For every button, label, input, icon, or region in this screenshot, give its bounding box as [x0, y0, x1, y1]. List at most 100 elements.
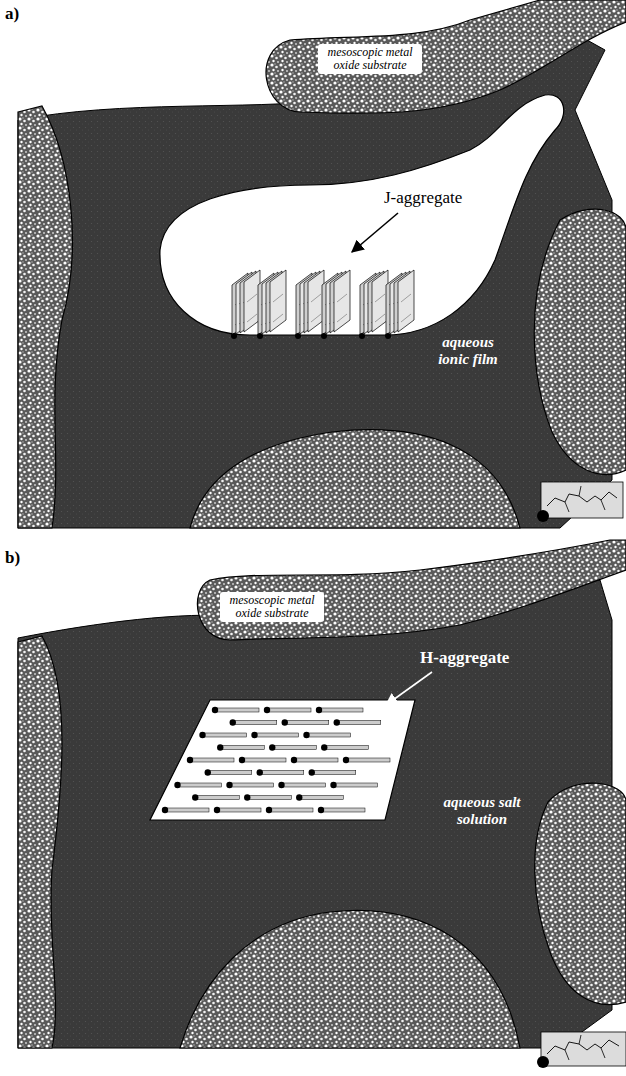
- dye-molecule: [299, 796, 343, 800]
- pointer-arrow: [352, 213, 398, 252]
- aggregate-label: H-aggregate: [420, 648, 509, 668]
- film-label: aqueous ionic film: [426, 334, 510, 369]
- region-name: aqueous ionic film: [426, 334, 510, 369]
- h-aggregate-molecules: [162, 707, 390, 813]
- anchor-dot: [343, 757, 349, 763]
- dye-sheet-line: [337, 294, 347, 322]
- anchor-dot: [230, 719, 236, 725]
- panel-a: [18, 0, 626, 528]
- anchor-dot: [251, 732, 257, 738]
- substrate-label: mesoscopic metal oxide substrate: [318, 44, 422, 74]
- dye-sheet-line: [247, 294, 257, 322]
- dye-molecule: [267, 708, 311, 712]
- dye-sheet: [372, 270, 388, 332]
- substrate-particle: [266, 0, 626, 113]
- dye-sheet-line: [375, 294, 385, 322]
- anchor-dot: [296, 794, 302, 800]
- dye-molecule: [203, 733, 247, 737]
- dye-sheet: [270, 270, 286, 332]
- anchor-dot: [174, 782, 180, 788]
- anchor-dot: [334, 719, 340, 725]
- dye-sheet-line: [401, 294, 411, 322]
- anchor-dot: [359, 333, 365, 339]
- dye-sheet: [308, 270, 324, 332]
- anchor-dot: [257, 769, 263, 775]
- dye-molecule: [307, 733, 351, 737]
- substrate-particle: [180, 911, 520, 1048]
- panel-b: [18, 540, 626, 1068]
- substrate-particle: [534, 209, 626, 474]
- dye-molecule: [294, 758, 338, 762]
- dye-sheet: [398, 270, 414, 332]
- dye-molecule: [178, 783, 222, 787]
- anchor-dot: [226, 782, 232, 788]
- anchor-dot: [269, 744, 275, 750]
- dye-molecule: [190, 758, 234, 762]
- anchor-dot: [266, 807, 272, 813]
- anchor-dot: [239, 757, 245, 763]
- dye-molecule: [220, 746, 264, 750]
- anchor-dot: [187, 757, 193, 763]
- h-aggregate-sheet: [150, 700, 415, 820]
- dye-sheet: [244, 270, 260, 332]
- dye-molecule: [208, 771, 252, 775]
- substrate-particle: [18, 636, 62, 1048]
- dye-molecule: [285, 721, 329, 725]
- anchor-dot: [278, 782, 284, 788]
- anchor-dot: [264, 707, 270, 713]
- dye-molecule: [319, 708, 363, 712]
- dye-molecule: [233, 721, 277, 725]
- anchor-dot: [303, 732, 309, 738]
- substrate-particle: [18, 106, 72, 528]
- dye-molecule: [346, 758, 390, 762]
- solution-label: aqueous salt solution: [432, 794, 532, 829]
- region-name: mesoscopic metal oxide substrate: [223, 594, 321, 620]
- molecule-icon: [537, 1032, 626, 1068]
- anchor-dot: [316, 707, 322, 713]
- dye-molecule: [247, 796, 291, 800]
- anchor-dot: [212, 707, 218, 713]
- anchor-dot: [321, 744, 327, 750]
- anchor-dot: [192, 794, 198, 800]
- pointer-arrow: [386, 672, 432, 705]
- dye-molecule: [260, 771, 304, 775]
- anchor-dot: [231, 333, 237, 339]
- dye-molecule: [324, 746, 368, 750]
- dye-molecule: [195, 796, 239, 800]
- dye-molecule: [230, 783, 274, 787]
- dye-sheet-line: [273, 294, 283, 322]
- dye-molecule: [165, 808, 209, 812]
- substrate-particle: [190, 430, 520, 528]
- dye-molecule: [217, 808, 261, 812]
- anchor-dot: [205, 769, 211, 775]
- anchor-dot: [244, 794, 250, 800]
- anchor-dot: [330, 782, 336, 788]
- aggregate-label: J-aggregate: [384, 188, 462, 208]
- dye-sheet: [334, 270, 350, 332]
- anchor-dot: [162, 807, 168, 813]
- anchor-dot: [291, 757, 297, 763]
- dye-molecule: [312, 771, 356, 775]
- dye-sheet-line: [311, 294, 321, 322]
- anchor-dot: [318, 807, 324, 813]
- panel-letter: a): [5, 4, 19, 24]
- substrate-particle: [535, 783, 626, 1004]
- anchor-dot: [214, 807, 220, 813]
- substrate-particle: [197, 540, 626, 640]
- pore-void: [160, 95, 564, 335]
- dye-molecule: [282, 783, 326, 787]
- substrate-label: mesoscopic metal oxide substrate: [220, 592, 324, 622]
- dye-molecule: [337, 721, 381, 725]
- dye-molecule: [272, 746, 316, 750]
- dye-molecule: [321, 808, 365, 812]
- anchor-dot: [295, 333, 301, 339]
- region-name: aqueous salt solution: [432, 794, 532, 829]
- dye-molecule: [269, 808, 313, 812]
- molecule-icon: [537, 482, 623, 522]
- anchor-dot: [199, 732, 205, 738]
- anchor-dot: [217, 744, 223, 750]
- dye-molecule: [242, 758, 286, 762]
- anchor-dot: [309, 769, 315, 775]
